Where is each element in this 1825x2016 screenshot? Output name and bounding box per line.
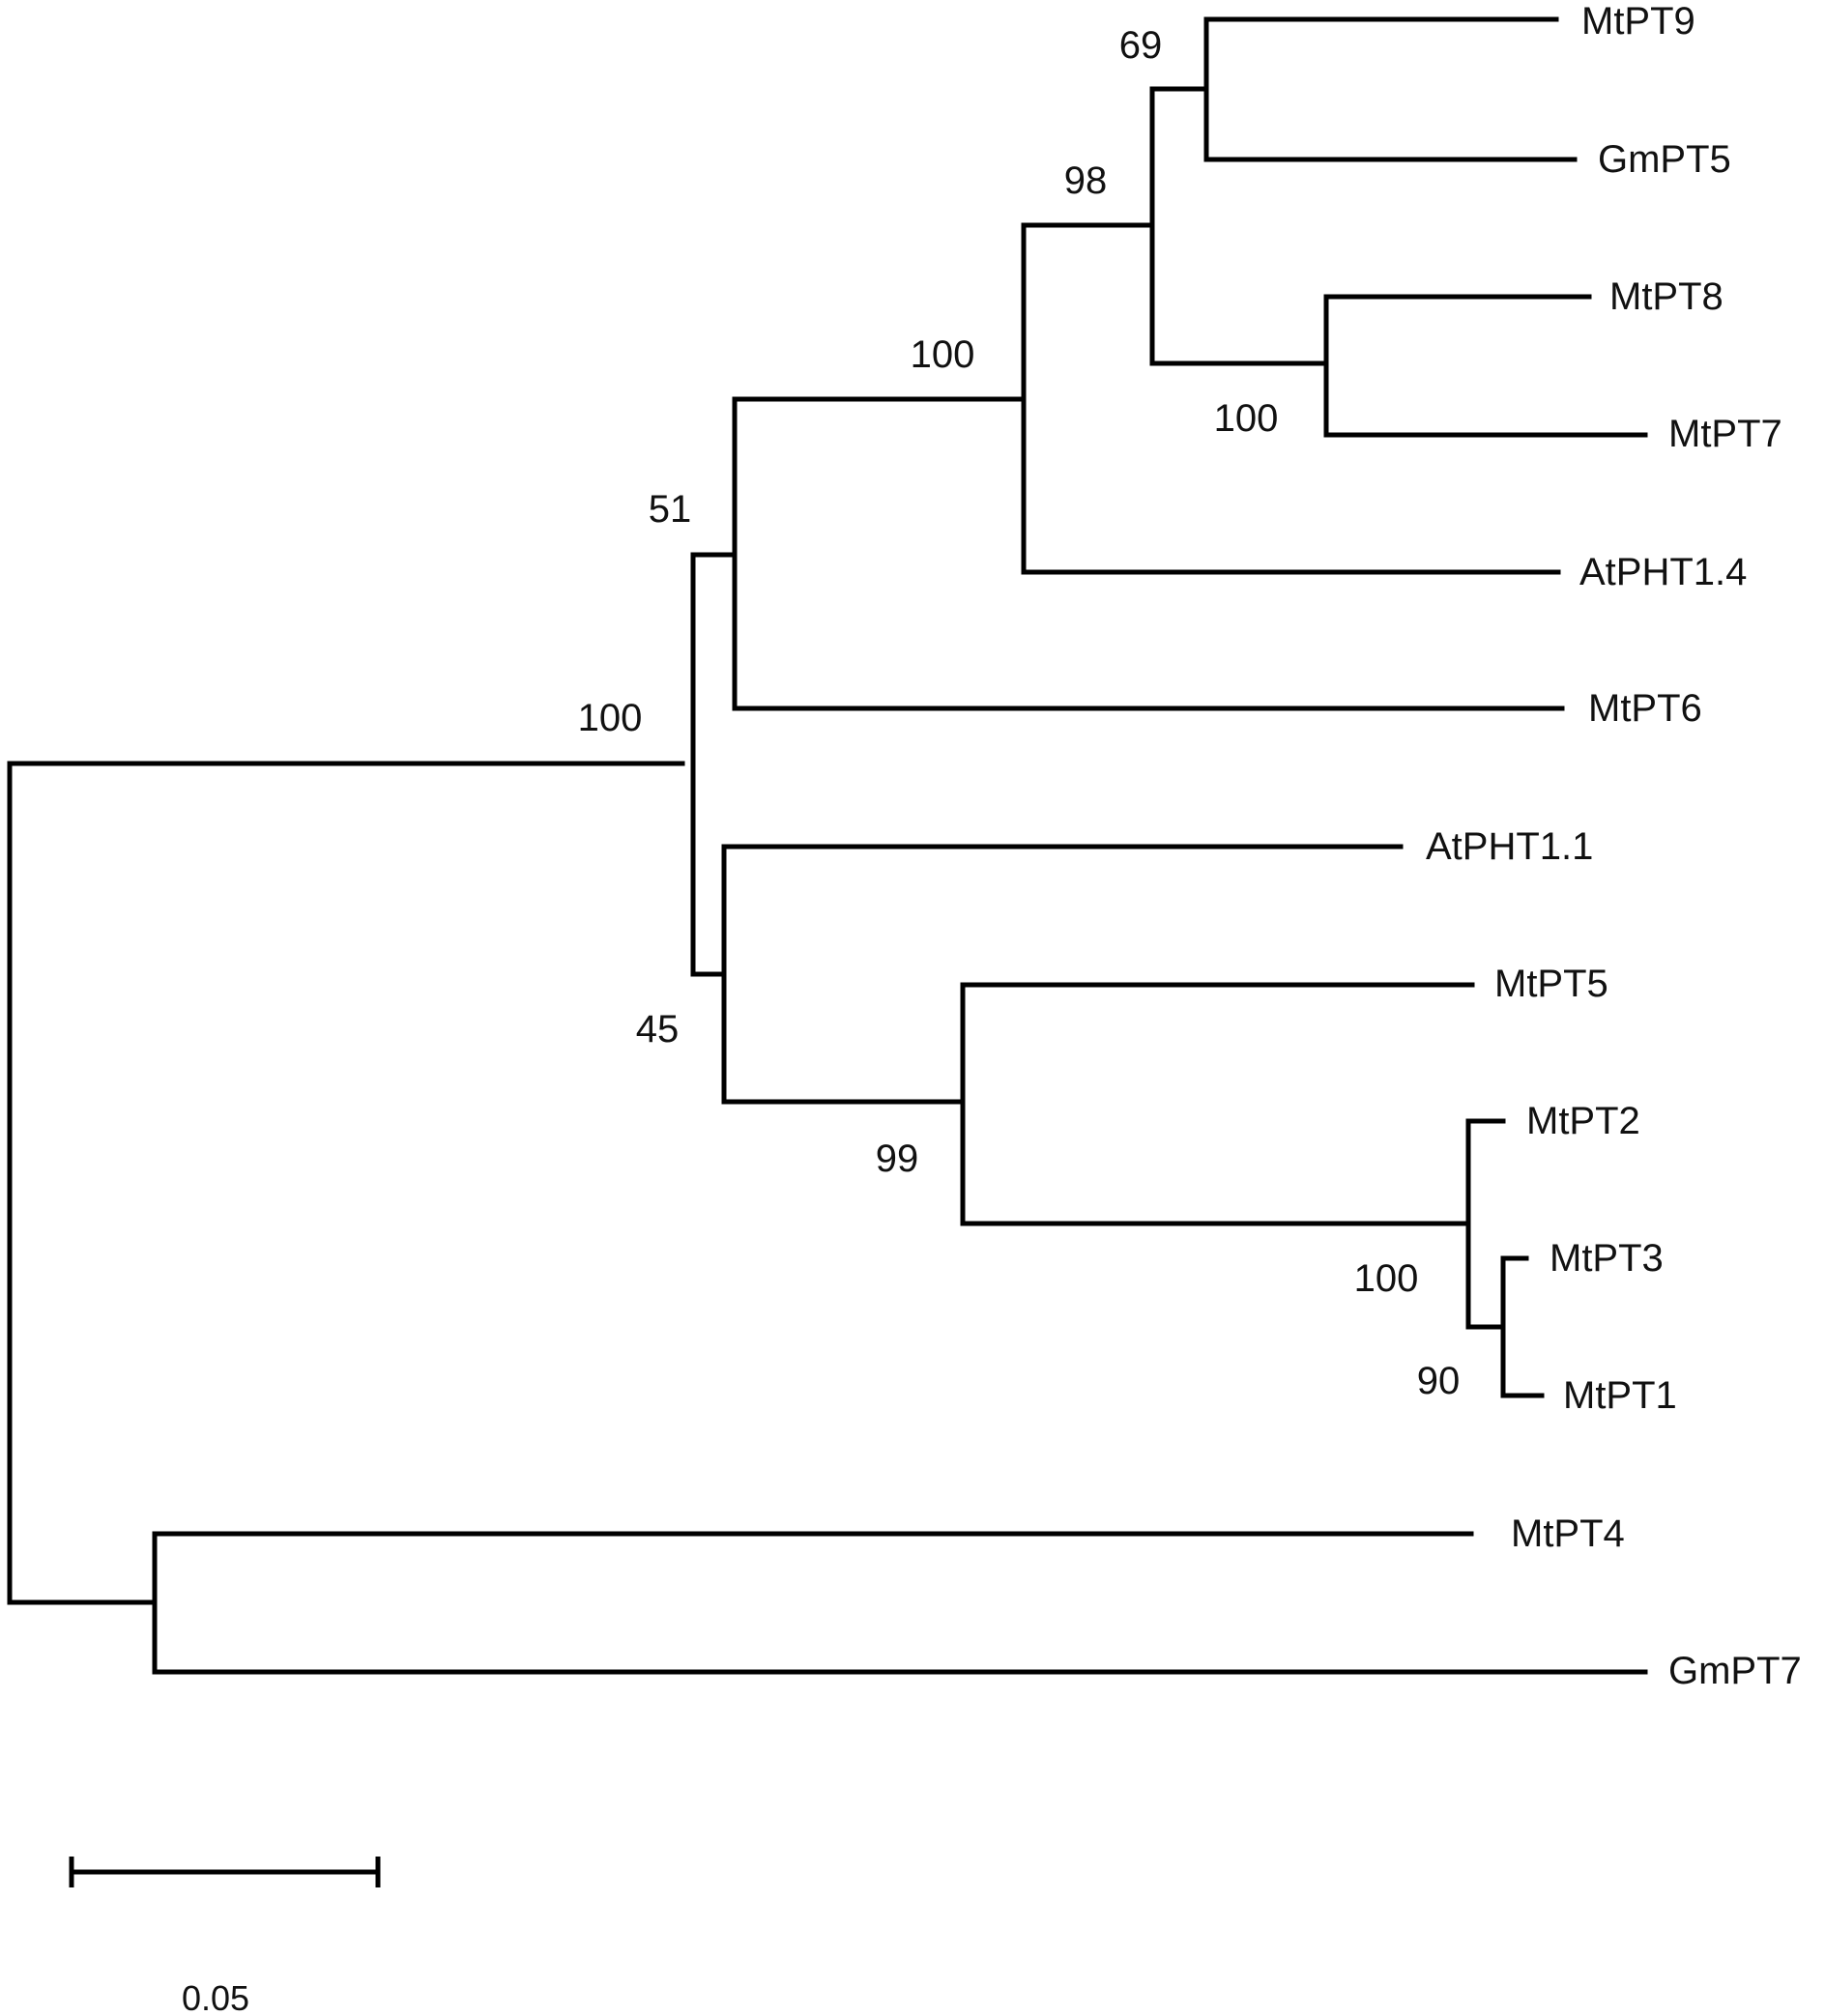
taxon-label-mtpt7: MtPT7 [1668,413,1782,455]
taxon-label-mtpt9: MtPT9 [1581,0,1695,43]
branch-ingroup-node [690,552,738,977]
bootstrap-labels: 69 98 100 100 51 100 45 99 100 90 [578,24,1461,1402]
scale-bar: 0.05 [69,1857,381,2016]
bootstrap-value: 100 [1354,1257,1419,1300]
taxon-label-gmpt5: GmPT5 [1598,138,1731,181]
branch-node-100-upper [1021,222,1561,575]
taxon-label-mtpt1: MtPT1 [1563,1374,1677,1417]
branch-node-90 [1500,1255,1545,1398]
bootstrap-value: 100 [911,333,975,376]
taxon-labels: MtPT9 GmPT5 MtPT8 MtPT7 AtPHT1.4 MtPT6 A… [1426,0,1802,1692]
taxon-label-mtpt4: MtPT4 [1511,1512,1625,1555]
tree-branches [7,16,1648,1675]
branch-node-98 [1149,86,1329,366]
taxon-label-mtpt2: MtPT2 [1526,1100,1640,1142]
bootstrap-value: 90 [1417,1360,1461,1402]
taxon-label-gmpt7: GmPT7 [1668,1650,1802,1692]
taxon-label-mtpt8: MtPT8 [1609,275,1724,318]
branch-outgroup-clade [152,1531,1648,1675]
bootstrap-value: 100 [578,697,643,739]
bootstrap-value: 98 [1064,159,1108,202]
bootstrap-value: 99 [876,1138,919,1180]
taxon-label-mtpt3: MtPT3 [1550,1237,1664,1280]
taxon-label-atpht1-1: AtPHT1.1 [1426,825,1593,868]
branch-node-51 [732,396,1565,711]
branch-node-99 [960,982,1475,1226]
taxon-label-atpht1-4: AtPHT1.4 [1579,551,1747,593]
bootstrap-value: 69 [1119,24,1163,67]
bootstrap-value: 51 [649,488,692,531]
bootstrap-value: 100 [1214,397,1279,440]
branch-node-69 [1203,16,1578,162]
branch-node-45 [721,844,1404,1105]
branch-node-mtpt2 [1465,1118,1506,1330]
bootstrap-value: 45 [636,1008,680,1051]
branch-node-mtpt8-mtpt7 [1323,294,1648,438]
scale-bar-label: 0.05 [182,1978,249,2016]
taxon-label-mtpt6: MtPT6 [1588,687,1702,730]
branch-root [7,761,685,1605]
taxon-label-mtpt5: MtPT5 [1494,963,1608,1005]
